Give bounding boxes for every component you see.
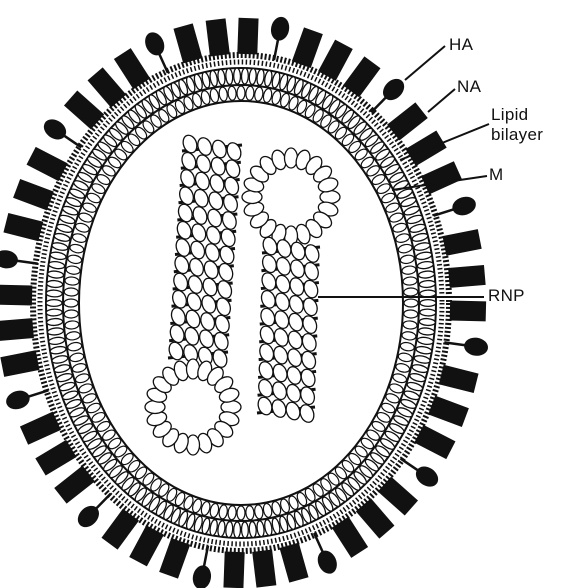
ha-spike [442,229,481,256]
na-spike [431,194,478,224]
ha-spike [3,213,43,241]
rnp-loop-bead [320,191,340,204]
na-spike [142,29,177,77]
ha-spike [206,18,230,56]
ha-spike [343,56,380,97]
na-spike [396,451,442,491]
na-spike [365,75,409,119]
matrix-bead [404,299,418,307]
ha-spike [414,425,455,459]
matrix-bead [64,288,78,297]
na-spike [191,544,217,588]
ha-spike [428,396,469,427]
matrix-bead [245,86,254,100]
ha-spike [387,102,428,140]
ha-spike [129,525,164,566]
label-ha: HA [449,35,473,54]
matrix-bead [245,505,254,519]
lipid-bead [233,68,240,84]
ha-spike [0,318,34,341]
matrix-inner-edge [79,101,403,505]
ha-spike [448,265,486,288]
ha-spike [0,350,39,377]
lipid-bead [241,68,248,84]
ha-spike [237,18,258,55]
label-lipid-bilayer: Lipid bilayer [491,105,543,145]
ha-spike [101,509,138,550]
lipid-bead [46,300,62,307]
ha-leader-line [405,46,445,80]
matrix-bead [64,310,78,319]
na-spike [265,15,291,62]
matrix-bead [237,506,245,520]
label-na: NA [457,77,481,96]
na-spike [0,249,39,273]
matrix-bead [228,505,237,519]
matrix-bead [228,86,237,100]
ha-spike [13,179,54,210]
lipid-bead [420,300,436,307]
lipid-bead [420,309,436,316]
rnp-loop-bead [285,148,298,168]
ha-spike [439,365,479,393]
ha-spike [450,300,486,321]
ha-spike [378,477,418,516]
ha-spike [223,552,244,588]
matrix-bead [237,86,245,100]
rnp-loop-bead [242,191,262,204]
ha-spike [88,67,127,107]
ha-spike [252,550,276,588]
ha-spike [292,27,323,68]
ha-spike [356,498,395,538]
ha-spike [114,48,150,89]
label-rnp: RNP [488,286,525,305]
lipid-bead [46,290,62,297]
lipid-bead [241,522,248,538]
ha-spike [406,130,447,166]
ha-spike [159,538,190,579]
label-m: M [489,165,503,184]
label-lipid-line2: bilayer [491,125,543,144]
lipid-bead [233,522,240,538]
lipid-bead [46,309,62,316]
ha-spike [0,285,32,306]
matrix-bead [404,288,418,297]
na-leader-line [428,89,455,112]
ha-spike [421,161,462,194]
matrix-bead [64,299,78,307]
label-lipid-line1: Lipid [491,105,528,124]
na-spike [306,529,341,577]
matrix-bead [404,310,418,319]
